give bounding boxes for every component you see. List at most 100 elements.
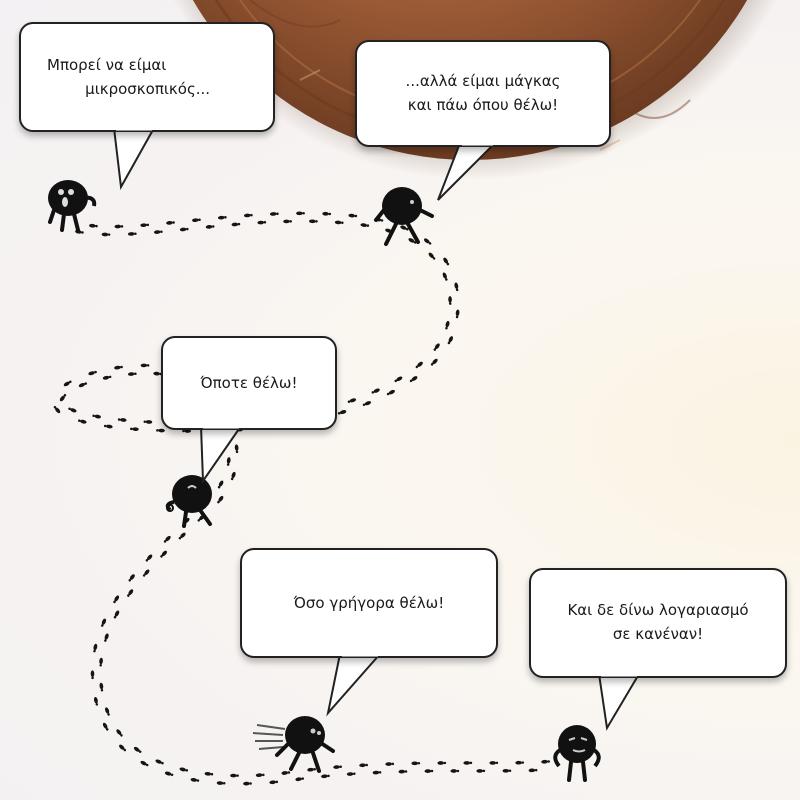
footprint xyxy=(101,721,110,732)
footprint xyxy=(424,769,434,773)
footprint xyxy=(359,763,369,768)
footprint xyxy=(295,776,305,782)
footprint xyxy=(216,495,225,505)
footprint xyxy=(370,387,381,395)
bubble-tail xyxy=(113,127,155,191)
footprint xyxy=(427,251,437,261)
footprint xyxy=(140,363,150,368)
bubble-text: Όποτε θέλω! xyxy=(200,374,298,392)
footprint xyxy=(165,220,176,226)
footprint xyxy=(432,342,441,352)
footprint xyxy=(77,418,87,425)
footprint xyxy=(133,745,143,754)
footprint xyxy=(230,773,239,778)
footprint xyxy=(139,759,150,768)
footprint xyxy=(144,553,154,563)
footprint xyxy=(127,371,137,377)
character-figure xyxy=(252,716,335,773)
footprint xyxy=(437,761,447,765)
character-figure xyxy=(374,187,434,246)
bubble-tail xyxy=(200,425,242,485)
footprint xyxy=(104,706,111,717)
footprint xyxy=(101,232,111,237)
footprint xyxy=(347,397,357,404)
footprint xyxy=(283,219,293,224)
footprint xyxy=(103,632,110,643)
speech-bubble: Μπορεί να είμαι μικροσκοπικός... xyxy=(19,22,275,191)
footprint xyxy=(99,682,104,692)
footprint xyxy=(411,761,421,766)
footprint xyxy=(296,211,305,216)
footprint xyxy=(67,406,78,414)
footprint xyxy=(281,770,291,776)
speech-bubble: Όποτε θέλω! xyxy=(161,336,337,485)
footprint xyxy=(346,771,356,777)
footprint xyxy=(100,617,107,628)
footprint xyxy=(112,609,121,620)
bubble-tail xyxy=(437,142,496,201)
footprint xyxy=(528,768,538,773)
footprint xyxy=(177,531,187,541)
footprint xyxy=(243,781,252,786)
footprint xyxy=(453,282,460,292)
footprint xyxy=(140,222,150,228)
footprint xyxy=(489,761,499,765)
footprint xyxy=(205,224,215,230)
footprint xyxy=(118,743,128,753)
footprint xyxy=(243,213,253,218)
footprint xyxy=(398,769,408,774)
footprint xyxy=(190,777,200,783)
footprint xyxy=(141,568,151,578)
bubble-text: ...αλλά είμαι μάγκας και πάω όπου θέλω! xyxy=(405,72,561,114)
footprint xyxy=(362,400,372,407)
footprint xyxy=(216,781,226,786)
footprint xyxy=(455,309,460,319)
character-figure xyxy=(553,725,601,782)
footprint xyxy=(153,229,163,235)
footprint xyxy=(255,773,265,778)
footprint xyxy=(429,357,439,367)
footprint xyxy=(164,770,174,777)
footprint xyxy=(463,761,473,765)
speech-bubble: Και δε δίνω λογαριασμό σε κανέναν! xyxy=(529,568,787,731)
footprint xyxy=(78,381,88,389)
footprint xyxy=(444,320,451,330)
footprint xyxy=(58,393,68,403)
character-figure xyxy=(165,475,212,528)
footprint xyxy=(442,256,451,267)
footprint xyxy=(476,769,486,773)
footprint xyxy=(414,360,424,370)
footprint xyxy=(126,588,135,598)
footprint xyxy=(541,759,551,764)
bubble-text: Και δε δίνω λογαριασμό σε κανέναν! xyxy=(567,601,749,643)
footprint xyxy=(90,670,95,680)
bubble-text: Μπορεί να είμαι μικροσκοπικός... xyxy=(47,56,211,98)
footprint xyxy=(113,365,124,370)
footprint xyxy=(112,594,121,604)
footprint xyxy=(179,227,189,232)
footprint xyxy=(257,220,267,225)
footprint xyxy=(307,767,317,772)
footprint xyxy=(385,762,395,766)
bubble-tail xyxy=(326,653,381,717)
footprint xyxy=(320,773,330,779)
footprint xyxy=(92,413,102,419)
footprint xyxy=(191,217,201,223)
footprint xyxy=(337,409,347,416)
bubble-tail xyxy=(598,673,640,731)
footprint xyxy=(102,374,112,381)
footprint xyxy=(515,760,525,765)
footprint xyxy=(308,219,318,224)
footprint xyxy=(88,223,98,229)
footprint xyxy=(127,573,136,583)
footprint xyxy=(269,779,279,785)
footprint xyxy=(333,764,343,770)
footprint xyxy=(143,419,153,424)
footprint xyxy=(52,405,62,415)
footprint xyxy=(114,224,124,229)
footprint xyxy=(117,417,127,423)
footprint xyxy=(450,769,460,773)
footprint xyxy=(408,375,419,384)
footprint xyxy=(98,657,104,667)
footprint xyxy=(162,534,172,544)
